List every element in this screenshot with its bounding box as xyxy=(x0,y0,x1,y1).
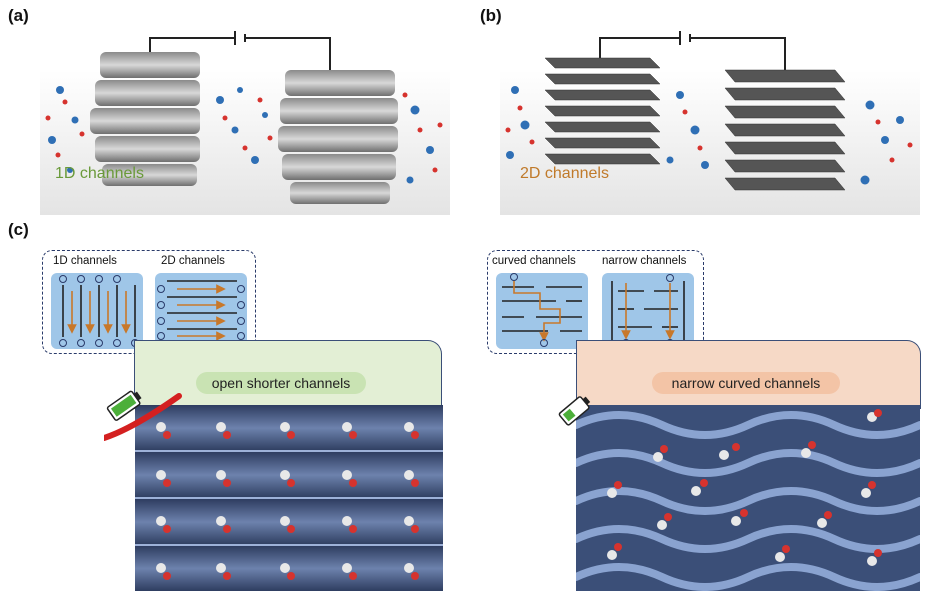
right-banner: narrow curved channels xyxy=(652,372,840,394)
nanotube-bundle-right xyxy=(278,70,398,204)
panel-a-illustration xyxy=(40,30,450,215)
panel-b-caption-text: 2D channels xyxy=(520,165,609,182)
panel-a-caption-text: 1D channels xyxy=(55,165,144,182)
battery-full-icon xyxy=(104,388,184,448)
nanotube-bundle-left xyxy=(90,52,200,186)
inset-diagrams-left xyxy=(51,273,247,349)
panel-b-label: (b) xyxy=(480,6,502,25)
sheet-stack-right xyxy=(724,69,846,191)
inset-title-narrow: narrow channels xyxy=(602,255,687,267)
panel-c-label: (c) xyxy=(8,220,29,239)
ion-cloud-a-red xyxy=(45,92,443,173)
battery-low-icon xyxy=(556,392,596,428)
panel-b-illustration xyxy=(500,30,920,215)
left-inset-box: 1D channels 2D channels xyxy=(42,250,256,354)
right-banner-text: narrow curved channels xyxy=(671,375,821,391)
panel-b-caption: 2D channels xyxy=(520,165,609,183)
inset-title-1d: 1D channels xyxy=(53,255,117,267)
sheet-stack-left xyxy=(544,57,661,165)
inset-title-curved: curved channels xyxy=(492,255,576,267)
right-channels xyxy=(576,405,920,591)
left-channels xyxy=(125,405,443,591)
inset-title-2d: 2D channels xyxy=(161,255,225,267)
panel-a-label: (a) xyxy=(8,6,29,25)
inset-curved-box xyxy=(496,273,588,349)
left-banner: open shorter channels xyxy=(196,372,366,394)
red-swoosh xyxy=(104,393,182,441)
ion-cloud-a xyxy=(48,86,434,184)
left-banner-text: open shorter channels xyxy=(211,375,351,391)
inset-1d-box xyxy=(51,273,143,349)
inset-diagrams-right xyxy=(496,273,694,349)
inset-narrow-box xyxy=(602,273,694,349)
panel-a-caption: 1D channels xyxy=(55,165,144,183)
inset-2d-box xyxy=(155,273,247,349)
right-inset-box: curved channels narrow channels xyxy=(487,250,704,354)
wire-right xyxy=(245,37,331,70)
